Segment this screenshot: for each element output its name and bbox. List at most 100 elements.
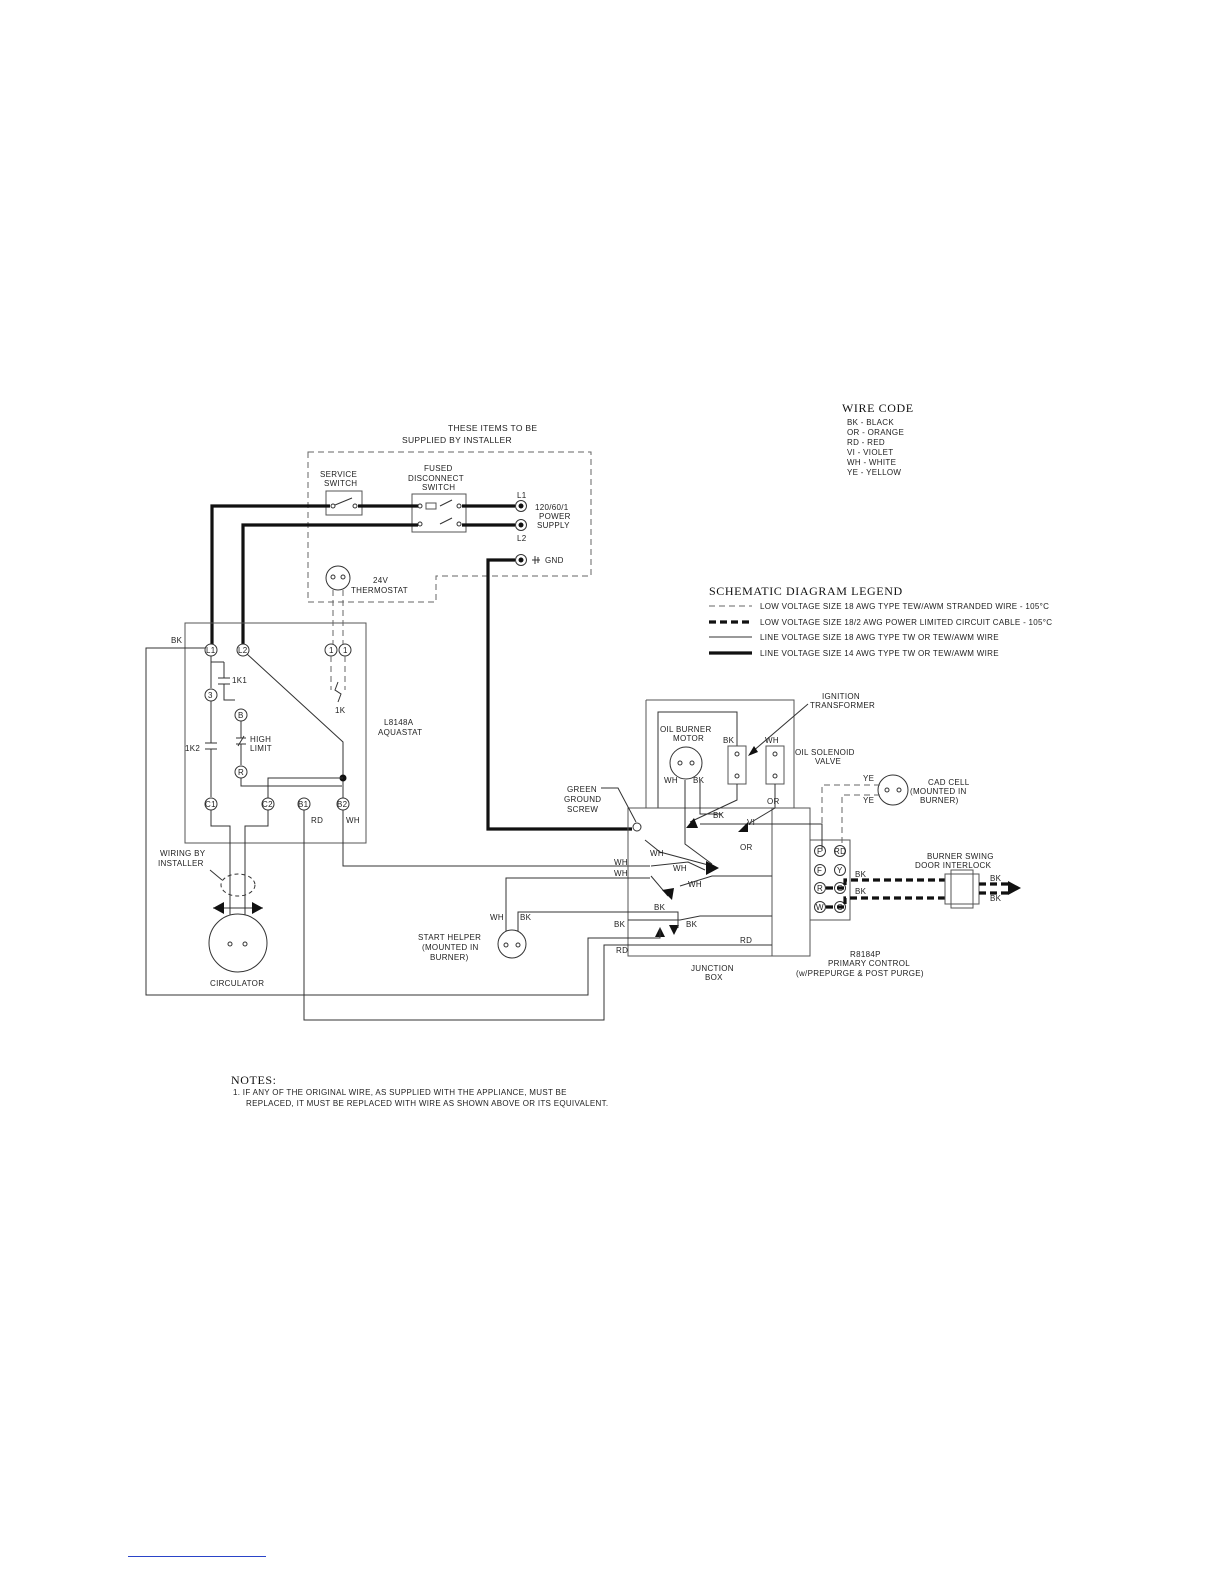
ignition-pin-2	[734, 773, 740, 779]
junction-wh-label-2: WH	[614, 858, 628, 867]
aquastat-terminal-b1-label: B1	[298, 800, 309, 809]
wire-code-entry-2: OR - ORANGE	[847, 428, 904, 437]
primary-control-label-1: R8184P	[850, 950, 881, 959]
wire-start-helper-bk	[517, 911, 679, 947]
service-switch-blade	[334, 497, 353, 506]
circulator-group: WIRING BY INSTALLER CIRCULATOR	[158, 810, 269, 988]
aquastat-high-limit	[236, 721, 246, 765]
motor-bk-wire	[699, 780, 722, 815]
cad-cell-symbol	[877, 774, 909, 806]
aquastat-r-to-b2	[240, 778, 342, 787]
start-helper-label-3: BURNER)	[430, 953, 469, 962]
aquastat-terminal-t2-label: 1	[343, 646, 348, 655]
wire-rd-b1-to-junction	[303, 810, 605, 1021]
service-switch-contact-b	[352, 503, 358, 509]
footer-rule	[128, 1556, 266, 1557]
installer-wiring-leader	[209, 869, 223, 881]
motor-pin-1	[677, 760, 683, 766]
supply-label: SUPPLY	[537, 521, 570, 530]
junction-box-label-2: BOX	[705, 973, 723, 982]
primary-terminal-f1-label: F	[817, 847, 822, 856]
power-l2-terminal-dot	[518, 522, 524, 528]
green-ground-label-2: GROUND	[564, 795, 601, 804]
circulator-arrow-left	[213, 902, 224, 914]
service-switch-contact-a	[330, 503, 336, 509]
start-helper-label-2: (MOUNTED IN	[422, 943, 479, 952]
installer-box-outline	[307, 451, 592, 603]
fused-switch-label-2: DISCONNECT	[408, 474, 464, 483]
solenoid-pin-1	[772, 751, 778, 757]
circulator-symbol	[208, 913, 268, 973]
power-l1-label: L1	[517, 491, 527, 500]
legend-title: SCHEMATIC DIAGRAM LEGEND	[709, 584, 903, 598]
start-helper-pin-1	[503, 942, 509, 948]
interlock-label-2: DOOR INTERLOCK	[915, 861, 992, 870]
wire-code-entry-4: VI - VIOLET	[847, 448, 893, 457]
green-ground-label-3: SCREW	[567, 805, 598, 814]
primary-control-group: F F R W RD Y G C BK BK BK BK BURNER SWIN…	[505, 780, 1021, 982]
aquastat-box	[184, 622, 367, 844]
solenoid-or-label: OR	[767, 797, 780, 806]
aquastat-1k-coil	[334, 681, 342, 703]
junction-or-label: OR	[740, 843, 753, 852]
wire-ground-to-junction	[486, 558, 632, 831]
circulator-label: CIRCULATOR	[210, 979, 264, 988]
thermostat-to-aquastat-wires	[332, 590, 344, 644]
ignition-bk-label: BK	[723, 736, 735, 745]
fused-contact-3	[417, 521, 423, 527]
legend-item-1: LOW VOLTAGE SIZE 18 AWG TYPE TEW/AWM STR…	[760, 602, 1049, 611]
notes-group: NOTES: 1. IF ANY OF THE ORIGINAL WIRE, A…	[231, 1073, 608, 1108]
primary-terminal-rd-label: RD	[834, 847, 846, 856]
primary-terminal-y	[834, 864, 846, 876]
junction-rd-label-2: RD	[616, 946, 628, 955]
fused-blade-2	[439, 517, 453, 525]
burner-housing-outline	[646, 699, 795, 808]
primary-terminal-r	[814, 882, 826, 894]
cad-cell-wire-2	[841, 794, 880, 845]
interlock-switch-body	[944, 873, 980, 905]
ignition-bk-wire	[689, 784, 738, 823]
start-helper-wh-label: WH	[490, 913, 504, 922]
power-rating-label: 120/60/1	[535, 503, 569, 512]
thermostat-pin-2	[340, 574, 346, 580]
cad-cell-pin-1	[884, 787, 890, 793]
aquastat-relay-1k2	[205, 701, 217, 797]
installer-items-group: THESE ITEMS TO BE SUPPLIED BY INSTALLER …	[307, 423, 592, 603]
service-switch-label-2: SWITCH	[324, 479, 357, 488]
aquastat-terminal-t1-label: 1	[329, 646, 334, 655]
wire-bk-to-junction	[604, 928, 661, 939]
aquastat-l2-to-b2	[246, 653, 344, 798]
fused-switch-label-3: SWITCH	[422, 483, 455, 492]
wire-c1-to-circulator	[210, 810, 231, 940]
aquastat-terminal-l1-label: L1	[206, 646, 216, 655]
wire-code-entry-3: RD - RED	[847, 438, 885, 447]
primary-terminal-f2	[814, 864, 826, 876]
junction-box-label-1: JUNCTION	[691, 964, 734, 973]
primary-terminal-w-label: W	[816, 903, 824, 912]
ignition-transformer-label-1: IGNITION	[822, 692, 860, 701]
ground-label: GND	[545, 556, 564, 565]
interlock-output-leads	[979, 882, 1010, 895]
wiring-by-installer-label-1: WIRING BY	[160, 849, 206, 858]
thermostat-label-1: 24V	[373, 576, 388, 585]
interlock-bk-out-2: BK	[990, 894, 1002, 903]
cad-cell-ye-label-2: YE	[863, 796, 874, 805]
wire-code-entry-1: BK - BLACK	[847, 418, 894, 427]
primary-control-label-2: PRIMARY CONTROL	[828, 959, 910, 968]
aquastat-terminal-b2-label: B2	[337, 800, 348, 809]
interlock-label-1: BURNER SWING	[927, 852, 994, 861]
fused-contact-1	[417, 503, 423, 509]
service-switch-box	[325, 490, 363, 516]
motor-wh-label: WH	[664, 776, 678, 785]
aquastat-high-label: HIGH	[250, 735, 271, 744]
interlock-arrow	[1008, 881, 1021, 895]
cad-cell-label-3: BURNER)	[920, 796, 959, 805]
aquastat-terminal-l2-label: L2	[238, 646, 248, 655]
ground-terminal-dot	[518, 557, 524, 563]
wire-code-entry-5: WH - WHITE	[847, 458, 896, 467]
junction-wh-label-3: WH	[614, 869, 628, 878]
aquastat-c2-tie	[267, 777, 343, 798]
start-helper-label-1: START HELPER	[418, 933, 481, 942]
solenoid-wire	[744, 784, 776, 827]
